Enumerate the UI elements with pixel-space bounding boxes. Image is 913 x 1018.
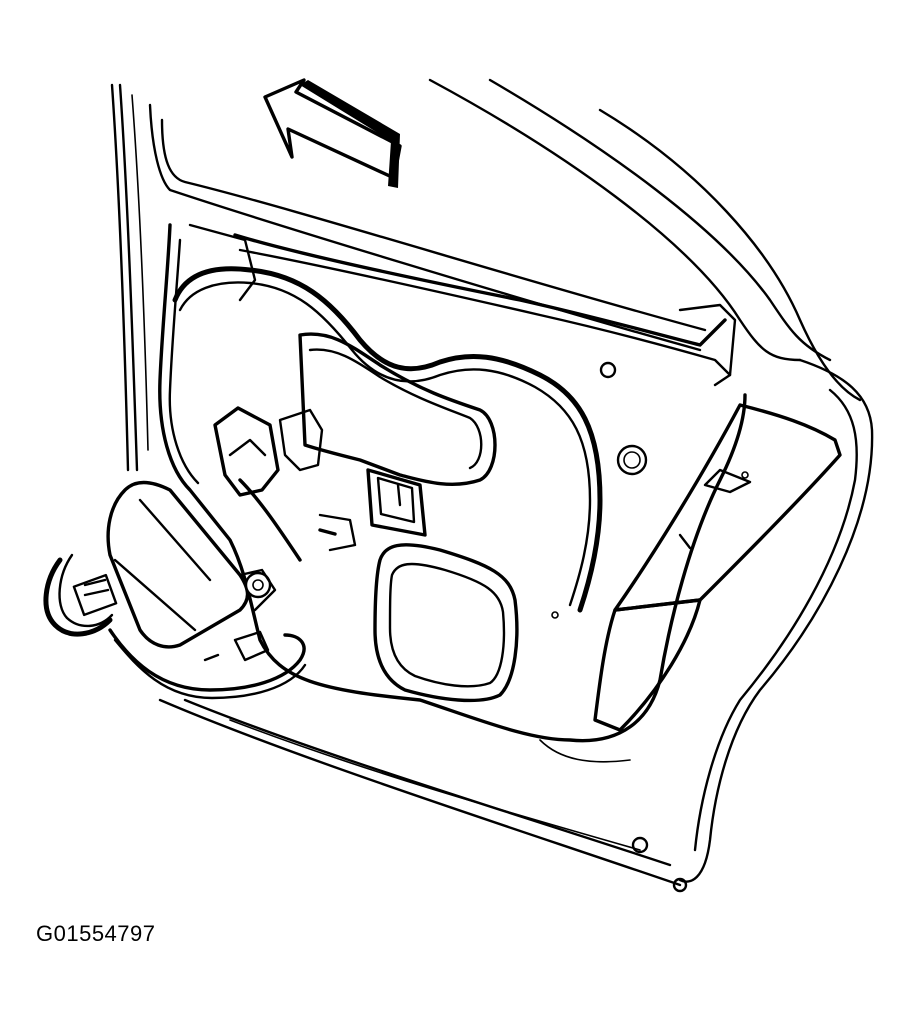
window-channel [233, 233, 737, 387]
fastener-holes [551, 361, 749, 893]
door-outer-frame [110, 78, 874, 887]
speaker-opening [373, 543, 519, 703]
wiring-harness [172, 266, 603, 613]
trim-strip [593, 403, 842, 732]
lock-bracket [213, 406, 357, 562]
inner-door-panel [158, 223, 747, 763]
upper-access-cutout [298, 332, 497, 486]
lock-actuator-module [106, 480, 277, 649]
figure-id-label: G01554797 [36, 921, 156, 946]
direction-arrow-icon [263, 78, 402, 188]
square-opening [366, 468, 427, 537]
harness-connector [43, 553, 307, 700]
